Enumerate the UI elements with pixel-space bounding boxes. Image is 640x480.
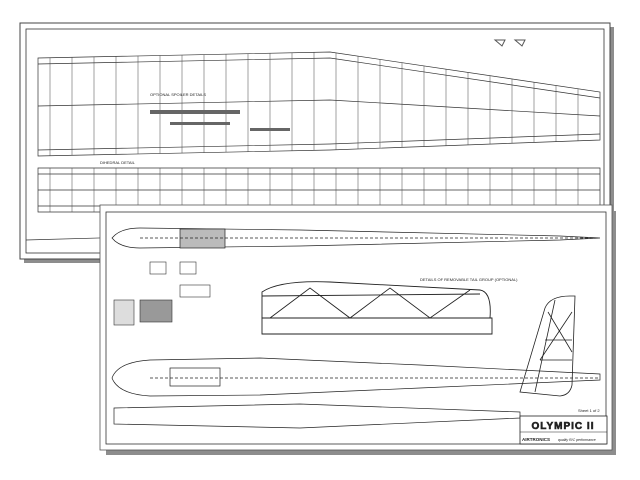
- wing-ribs-top: [49, 52, 579, 156]
- wing-panel-top: [37, 51, 601, 157]
- component-details: [113, 261, 211, 326]
- sheet-label: Sheet 1 of 2: [578, 408, 600, 413]
- stab-outlines: [493, 39, 526, 47]
- dihedral-caption: DIHEDRAL DETAIL: [100, 160, 136, 165]
- brand-tagline: quality R/C performance: [558, 438, 596, 442]
- wing-sheet: OPTIONAL SPOILER DETAILS DIHEDRAL DETAIL: [19, 22, 614, 263]
- fuselage-top-view: [111, 227, 601, 249]
- title-text: OLYMPIC II: [532, 421, 595, 432]
- tail-group-caption: DETAILS OF REMOVABLE TAIL GROUP (OPTIONA…: [420, 277, 518, 282]
- sheet-border: [105, 211, 607, 445]
- sheet-paper: [99, 204, 613, 451]
- brand-logo: AIRTRONICS: [522, 437, 550, 442]
- fin-detail: [519, 295, 576, 397]
- fuselage-sheet: DETAILS OF REMOVABLE TAIL GROUP (OPTIONA…: [99, 204, 616, 455]
- spoiler-details: [150, 110, 290, 131]
- spoiler-caption: OPTIONAL SPOILER DETAILS: [150, 92, 206, 97]
- title-block: OLYMPIC II AIRTRONICS quality R/C perfor…: [519, 415, 608, 445]
- tail-truss-detail: [261, 281, 493, 335]
